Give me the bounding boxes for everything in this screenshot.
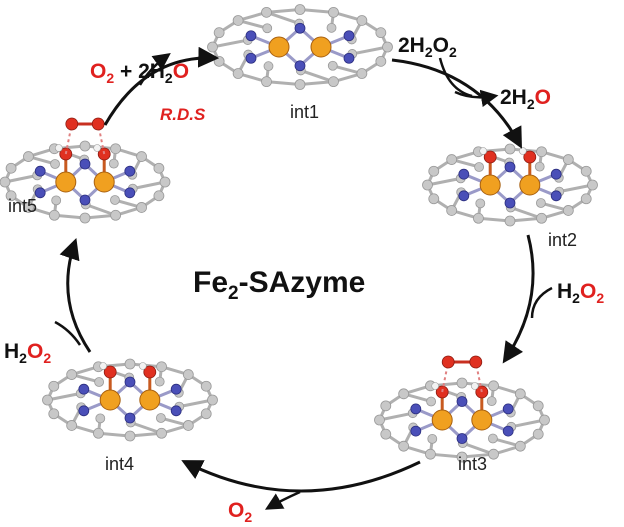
int4-structure bbox=[42, 358, 218, 442]
int1-label: int1 bbox=[290, 102, 319, 122]
arrow-int3-to-int4 bbox=[181, 460, 421, 493]
int2-label: int2 bbox=[548, 230, 577, 250]
step-label-products-top: O2 + 2H2O bbox=[90, 60, 189, 86]
step-label-o2-bottom: O2 bbox=[228, 499, 252, 525]
arrow-h2o2-in-left bbox=[54, 320, 82, 346]
int4-label: int4 bbox=[105, 454, 134, 474]
int3-label: int3 bbox=[458, 454, 487, 474]
step-label-h2o-top: 2H2O bbox=[500, 86, 551, 112]
int1-structure bbox=[207, 4, 393, 90]
arrow-int2-to-int3 bbox=[502, 234, 535, 364]
int2-structure bbox=[422, 143, 598, 227]
step-label-h2o2-left: H2O2 bbox=[4, 340, 51, 366]
center-title: Fe2-SAzyme bbox=[193, 266, 365, 304]
int5-structure bbox=[0, 117, 171, 224]
arrow-h2o2-in-right bbox=[530, 286, 553, 319]
rds-label: R.D.S bbox=[160, 105, 206, 124]
arrow-int1-to-int2 bbox=[391, 58, 522, 149]
arrow-h2o2-in-top bbox=[438, 57, 473, 98]
step-label-h2o2-top: 2H2O2 bbox=[398, 34, 457, 60]
int5-label: int5 bbox=[8, 196, 37, 216]
step-label-h2o2-right: H2O2 bbox=[557, 280, 604, 306]
arrow-int5-to-int1 bbox=[103, 46, 220, 126]
arrow-int4-to-int5 bbox=[59, 238, 92, 353]
arrow-o2-out-bottom bbox=[264, 490, 301, 510]
int3-structure bbox=[374, 355, 550, 463]
arrow-h2o-out-top bbox=[454, 89, 499, 108]
arrow-products-out-top bbox=[138, 52, 171, 86]
